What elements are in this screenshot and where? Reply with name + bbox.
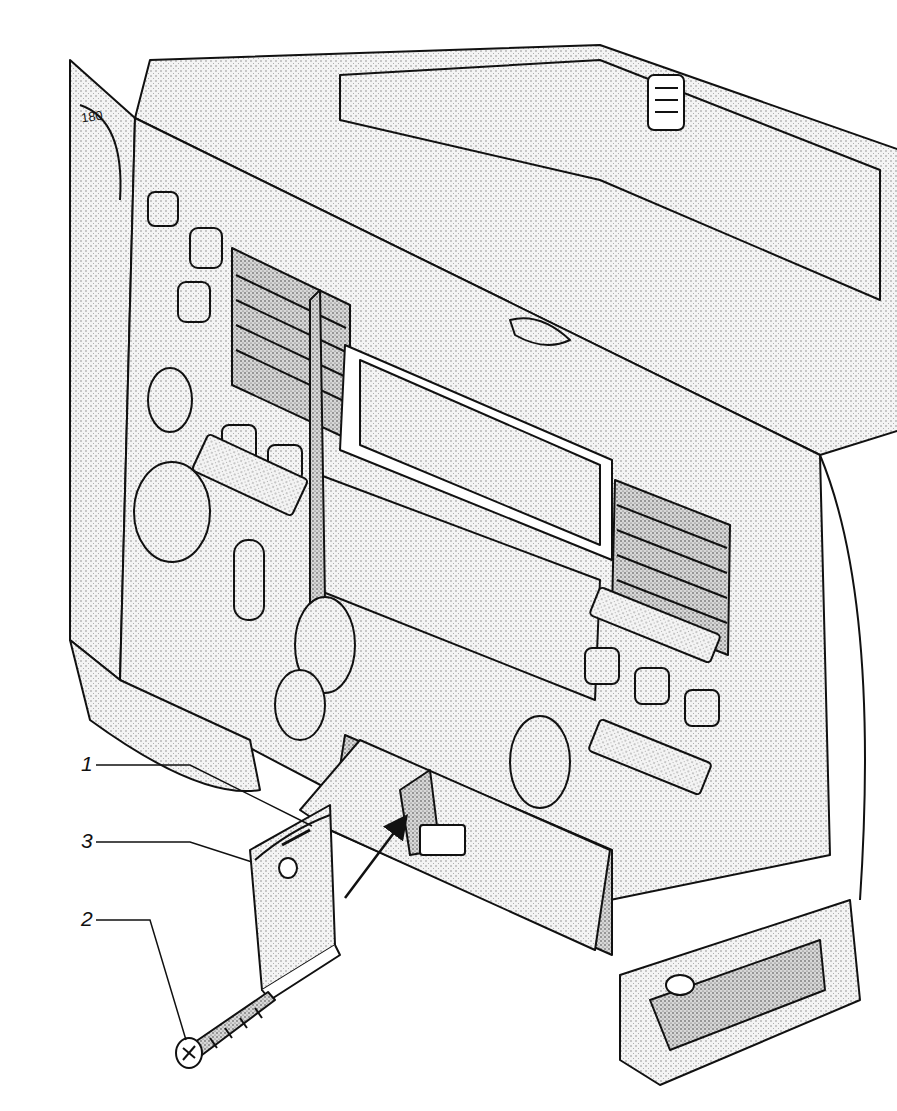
callout-number: 1 bbox=[80, 753, 94, 774]
callout-number: 3 bbox=[80, 830, 94, 851]
callout-number: 180 bbox=[79, 108, 104, 124]
callout-number: 2 bbox=[80, 908, 94, 929]
